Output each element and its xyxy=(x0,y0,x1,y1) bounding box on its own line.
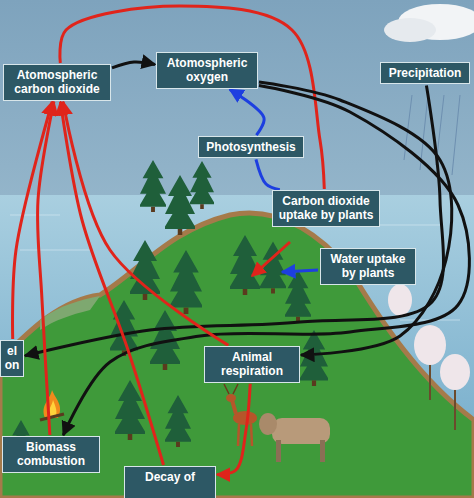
cow xyxy=(259,413,330,462)
process-box: Biomass combustion xyxy=(2,436,100,473)
deer-head xyxy=(226,394,236,402)
ripple xyxy=(10,215,60,216)
box-label: Water uptake by plants xyxy=(325,252,411,281)
fire xyxy=(40,390,64,420)
ripple xyxy=(380,225,440,226)
deer xyxy=(224,384,257,446)
tree xyxy=(168,250,203,314)
log xyxy=(40,414,64,420)
blossom xyxy=(440,354,470,390)
process-box: el on xyxy=(0,340,24,377)
blossom xyxy=(388,284,412,316)
box-label: Precipitation xyxy=(385,66,465,80)
tree xyxy=(284,270,313,322)
deer-leg xyxy=(251,424,252,446)
flow-arrow xyxy=(112,62,155,68)
box-label: Decay of xyxy=(129,470,211,484)
process-box: Decay of xyxy=(124,466,216,498)
land xyxy=(0,213,474,498)
box-label: Carbon dioxide uptake by plants xyxy=(277,194,375,223)
tree xyxy=(229,235,262,295)
flow-arrow xyxy=(259,82,452,355)
process-box: Photosynthesis xyxy=(198,136,304,158)
source-box: Atomospheric carbon dioxide xyxy=(3,64,111,101)
tree xyxy=(139,160,168,212)
cow-leg xyxy=(320,440,325,462)
cow-head xyxy=(259,413,277,435)
deer-leg xyxy=(238,424,239,446)
flow-arrow xyxy=(37,102,53,435)
box-label: Photosynthesis xyxy=(203,140,299,154)
tree xyxy=(189,161,215,209)
flow-arrow xyxy=(217,384,250,475)
antlers xyxy=(224,384,238,394)
tree xyxy=(164,395,193,447)
box-label: el on xyxy=(3,344,21,373)
rain-streak xyxy=(452,95,460,175)
water-to-trees-arrow xyxy=(282,270,318,272)
cloud-rain xyxy=(384,4,474,175)
tree xyxy=(164,175,197,235)
process-box: Water uptake by plants xyxy=(320,248,416,285)
cloud xyxy=(384,18,436,42)
box-label: Atomospheric carbon dioxide xyxy=(8,68,106,97)
box-label: Biomass combustion xyxy=(7,440,95,469)
process-box: Precipitation xyxy=(380,62,470,84)
flow-arrow xyxy=(256,159,280,189)
blossom xyxy=(414,325,446,365)
flow-arrow xyxy=(63,86,469,436)
source-box: Atomospheric oxygen xyxy=(156,52,258,89)
box-label: Atomospheric oxygen xyxy=(161,56,253,85)
box-label: Animal respiration xyxy=(209,350,295,379)
process-box: Animal respiration xyxy=(204,346,300,383)
deer-neck xyxy=(232,400,236,414)
grass-patch xyxy=(40,296,100,330)
cow-leg xyxy=(276,440,281,462)
tree xyxy=(299,330,330,386)
flow-arrow xyxy=(230,89,264,135)
process-box: Carbon dioxide uptake by plants xyxy=(272,190,380,227)
flow-arrow xyxy=(25,85,444,355)
tree xyxy=(129,240,162,300)
ripple xyxy=(20,250,90,251)
